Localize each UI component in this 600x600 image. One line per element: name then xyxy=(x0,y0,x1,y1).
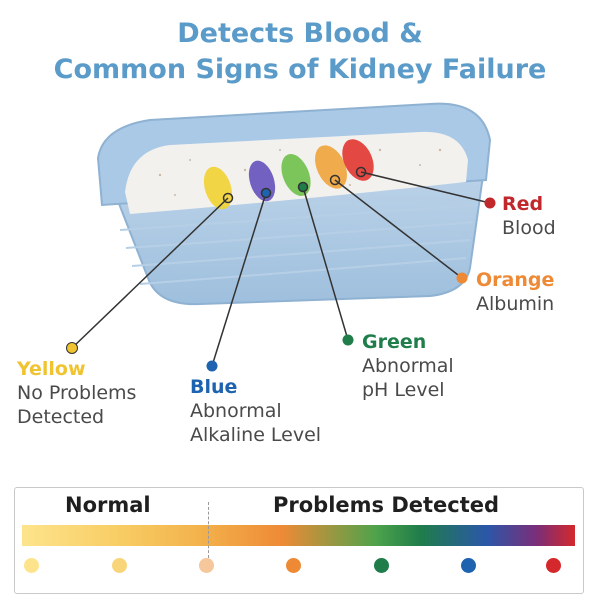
scale-dot-2 xyxy=(112,558,127,573)
scale-divider xyxy=(208,502,209,558)
title-line-1: Detects Blood & xyxy=(177,18,423,49)
color-scale-panel: Normal Problems Detected xyxy=(14,487,584,594)
label-yellow: Yellow No Problems Detected xyxy=(17,357,136,429)
label-blue-desc2: Alkaline Level xyxy=(190,424,322,446)
orange-dot xyxy=(456,272,468,284)
scale-dot-5 xyxy=(374,558,389,573)
scale-dot-7 xyxy=(546,558,561,573)
scale-dot-1 xyxy=(24,558,39,573)
crystal-markers xyxy=(222,166,367,204)
tray-ridges xyxy=(119,204,479,285)
label-blue-desc1: Abnormal xyxy=(190,400,282,422)
scale-problems-label: Problems Detected xyxy=(273,493,500,517)
yellow-crystal xyxy=(203,166,233,210)
blue-dot xyxy=(206,360,218,372)
label-orange-name: Orange xyxy=(476,269,555,291)
scale-dot-6 xyxy=(461,558,476,573)
yellow-dot xyxy=(66,342,78,354)
color-gradient-bar xyxy=(22,525,575,546)
label-red-desc1: Blood xyxy=(502,217,556,239)
green-dot xyxy=(342,334,354,346)
label-red: Red Blood xyxy=(502,192,556,240)
label-blue-name: Blue xyxy=(190,376,238,398)
label-green-name: Green xyxy=(362,331,427,353)
label-orange: Orange Albumin xyxy=(476,268,554,316)
label-blue: Blue Abnormal Alkaline Level xyxy=(190,375,321,447)
callout-lines xyxy=(71,171,491,367)
label-green-desc1: Abnormal xyxy=(362,355,454,377)
label-orange-desc1: Albumin xyxy=(476,293,555,315)
label-green-desc2: pH Level xyxy=(362,379,445,401)
label-red-name: Red xyxy=(502,193,544,215)
label-yellow-desc1: No Problems xyxy=(17,382,137,404)
scale-normal-label: Normal xyxy=(65,493,151,517)
red-dot xyxy=(484,197,496,209)
label-yellow-desc2: Detected xyxy=(17,406,105,428)
scale-dot-4 xyxy=(286,558,301,573)
label-green: Green Abnormal pH Level xyxy=(362,330,454,402)
label-yellow-name: Yellow xyxy=(17,358,86,380)
litter-speckles xyxy=(158,148,442,196)
title-line-2: Common Signs of Kidney Failure xyxy=(53,54,547,85)
scale-dot-3 xyxy=(199,558,214,573)
